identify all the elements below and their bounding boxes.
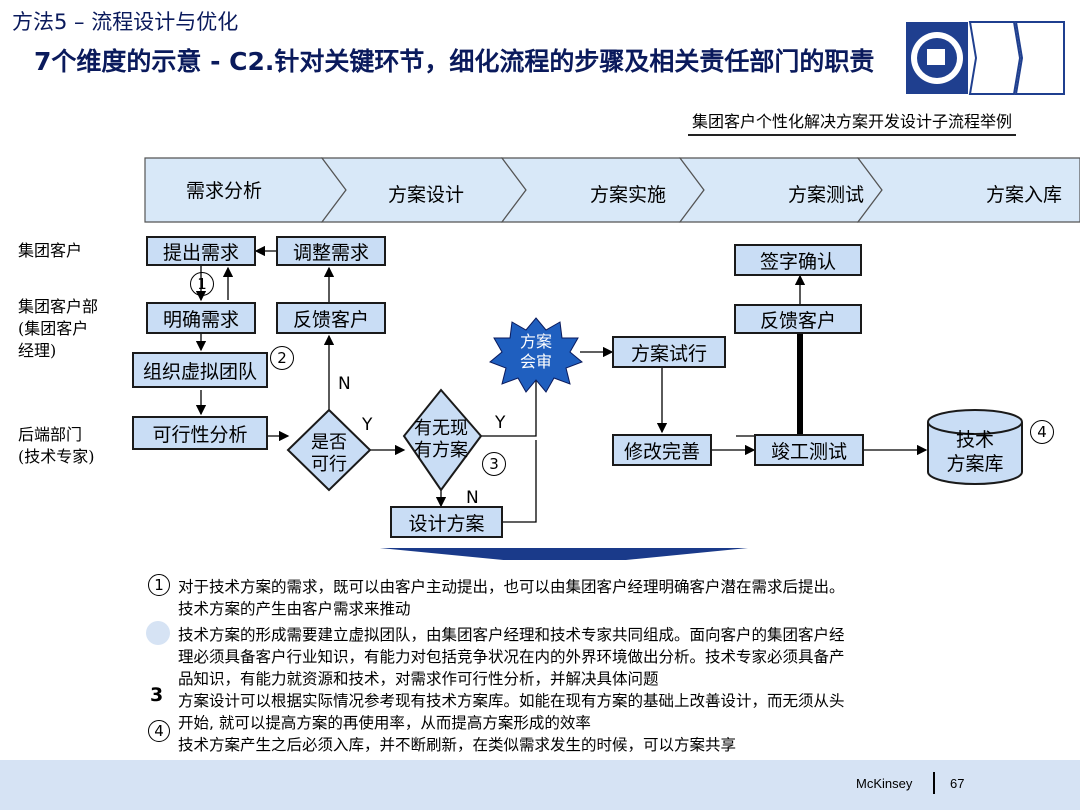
- footer-separator: [933, 772, 935, 794]
- footer-band: [0, 760, 1080, 810]
- box-adjust-requirement: 调整需求: [276, 236, 386, 266]
- note-3: 方案设计可以根据实际情况参考现有技术方案库。如能在现有方案的基础上改善设计，而无…: [178, 690, 978, 734]
- flow-label-y2: Y: [494, 413, 506, 433]
- box-feedback-customer-2: 反馈客户: [734, 304, 862, 334]
- lane-customer: 集团客户: [18, 241, 83, 260]
- lane-backend: 后端部门 (技术专家): [18, 425, 95, 466]
- flow-label-y1: Y: [361, 415, 373, 435]
- review-starburst: [489, 317, 583, 393]
- box-sign-off: 签字确认: [734, 244, 862, 276]
- box-feedback-customer-1: 反馈客户: [276, 302, 386, 334]
- decision-existing: [402, 388, 483, 492]
- note-3-line-2: 开始, 就可以提高方案的再使用率，从而提高方案形成的效率: [178, 714, 591, 732]
- box-revise-improve: 修改完善: [612, 434, 712, 466]
- note-marker-4: 4: [148, 720, 170, 742]
- review-text-1: 方案: [520, 332, 552, 351]
- review-text-2: 会审: [520, 352, 552, 371]
- note-2-line-3: 品知识，有能力就资源和技术，对需求作可行性分析，并解决具体问题: [178, 670, 659, 688]
- note-1: 对于技术方案的需求，既可以由客户主动提出，也可以由集团客户经理明确客户潜在需求后…: [178, 576, 978, 620]
- page-number: 67: [950, 776, 965, 791]
- phase-label-4: 方案测试: [788, 184, 865, 206]
- box-virtual-team: 组织虚拟团队: [132, 352, 268, 388]
- decision-feasible: [286, 408, 372, 492]
- note-marker-1: 1: [148, 574, 170, 596]
- box-design-solution: 设计方案: [390, 506, 503, 538]
- phase-band: [144, 157, 1080, 223]
- phase-label-1: 需求分析: [186, 180, 263, 202]
- note-4: 技术方案产生之后必须入库，并不断刷新，在类似需求发生的时候，可以方案共享: [178, 734, 978, 756]
- note-marker-3: 3: [150, 684, 164, 706]
- box-feasibility-analysis: 可行性分析: [132, 416, 268, 450]
- phase-chevron-5: [856, 157, 1080, 223]
- box-acceptance-test: 竣工测试: [754, 434, 864, 466]
- marker-4: 4: [1030, 420, 1054, 444]
- note-3-line-1: 方案设计可以根据实际情况参考现有技术方案库。如能在现有方案的基础上改善设计，而无…: [178, 692, 845, 710]
- note-2-line-2: 理必须具备客户行业知识，有能力对包括竞争状况在内的外界环境做出分析。技术专家必须…: [178, 648, 845, 666]
- divider-arrow: [380, 548, 748, 560]
- phase-label-3: 方案实施: [590, 184, 667, 206]
- logo: [906, 21, 1065, 95]
- flow-diagram: 是否 可行 有无现 有方案 方案 会审 技术 方案库 N Y Y N: [144, 157, 1080, 560]
- decision-existing-text-2: 有方案: [414, 440, 468, 461]
- note-marker-2: [146, 621, 170, 645]
- phase-label-5: 方案入库: [986, 184, 1063, 206]
- note-1-line-2: 技术方案的产生由客户需求来推动: [178, 600, 411, 618]
- flow-label-n2: N: [466, 488, 479, 508]
- marker-3: 3: [482, 452, 506, 476]
- library-text-2: 方案库: [946, 453, 1003, 475]
- box-solution-trial: 方案试行: [612, 336, 726, 368]
- section-title: 方法5 – 流程设计与优化: [12, 10, 239, 34]
- note-2: 技术方案的形成需要建立虚拟团队，由集团客户经理和技术专家共同组成。面向客户的集团…: [178, 624, 978, 690]
- library-cylinder: [927, 409, 1023, 485]
- library-text-1: 技术: [956, 429, 994, 451]
- marker-2: 2: [270, 346, 294, 370]
- phase-label-2: 方案设计: [388, 184, 465, 206]
- decision-feasible-text-1: 是否: [311, 432, 347, 453]
- diagram-subtitle: 集团客户个性化解决方案开发设计子流程举例: [688, 108, 1017, 136]
- box-clarify-requirement: 明确需求: [146, 302, 256, 334]
- note-2-line-1: 技术方案的形成需要建立虚拟团队，由集团客户经理和技术专家共同组成。面向客户的集团…: [178, 626, 845, 644]
- footer-brand: McKinsey: [856, 776, 913, 791]
- marker-1: 1: [190, 272, 214, 296]
- flow-label-n1: N: [338, 374, 351, 394]
- note-1-line-1: 对于技术方案的需求，既可以由客户主动提出，也可以由集团客户经理明确客户潜在需求后…: [178, 578, 845, 596]
- decision-existing-text-1: 有无现: [414, 418, 468, 439]
- note-4-line-1: 技术方案产生之后必须入库，并不断刷新，在类似需求发生的时候，可以方案共享: [178, 736, 737, 754]
- page-title: 7个维度的示意 - C2.针对关键环节，细化流程的步骤及相关责任部门的职责: [34, 47, 875, 76]
- box-propose-requirement: 提出需求: [146, 236, 256, 266]
- lane-dept: 集团客户部 (集团客户 经理): [18, 297, 99, 360]
- decision-feasible-text-2: 可行: [311, 454, 347, 475]
